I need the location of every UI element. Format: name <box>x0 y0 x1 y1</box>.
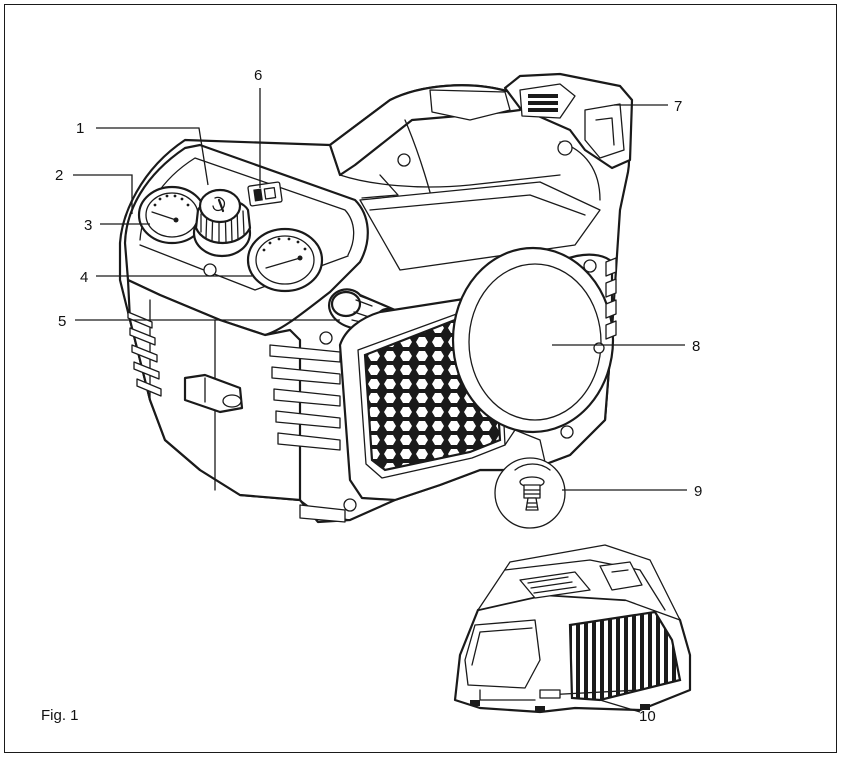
battery-pack <box>503 72 634 170</box>
battery-charger <box>453 544 692 714</box>
callout-7: 7 <box>674 98 682 115</box>
drain-valve-detail <box>494 457 566 529</box>
right-edge-slots <box>605 257 617 340</box>
callout-3: 3 <box>84 217 92 234</box>
callout-9: 9 <box>694 483 702 500</box>
callout-4: 4 <box>80 269 88 286</box>
foot-bracket <box>183 373 244 414</box>
left-vent-slots <box>127 311 162 397</box>
figure-frame <box>4 4 837 753</box>
callout-2: 2 <box>55 167 63 184</box>
leader-lines <box>73 88 687 713</box>
compressor-unit <box>118 72 634 524</box>
front-vent-slots <box>269 344 341 451</box>
power-switch <box>247 181 283 207</box>
callout-5: 5 <box>58 313 66 330</box>
outlet-pressure-gauge <box>246 227 324 293</box>
tank-pressure-gauge <box>137 185 207 245</box>
figure-caption: Fig. 1 <box>41 707 79 724</box>
callout-1: 1 <box>76 120 84 137</box>
callout-10: 10 <box>639 708 656 725</box>
motor-cover <box>451 246 615 434</box>
callout-8: 8 <box>692 338 700 355</box>
callout-6: 6 <box>254 67 262 84</box>
pressure-regulator-knob <box>192 188 252 258</box>
callout-labels: 1 2 3 4 5 6 7 8 9 10 <box>55 67 702 725</box>
